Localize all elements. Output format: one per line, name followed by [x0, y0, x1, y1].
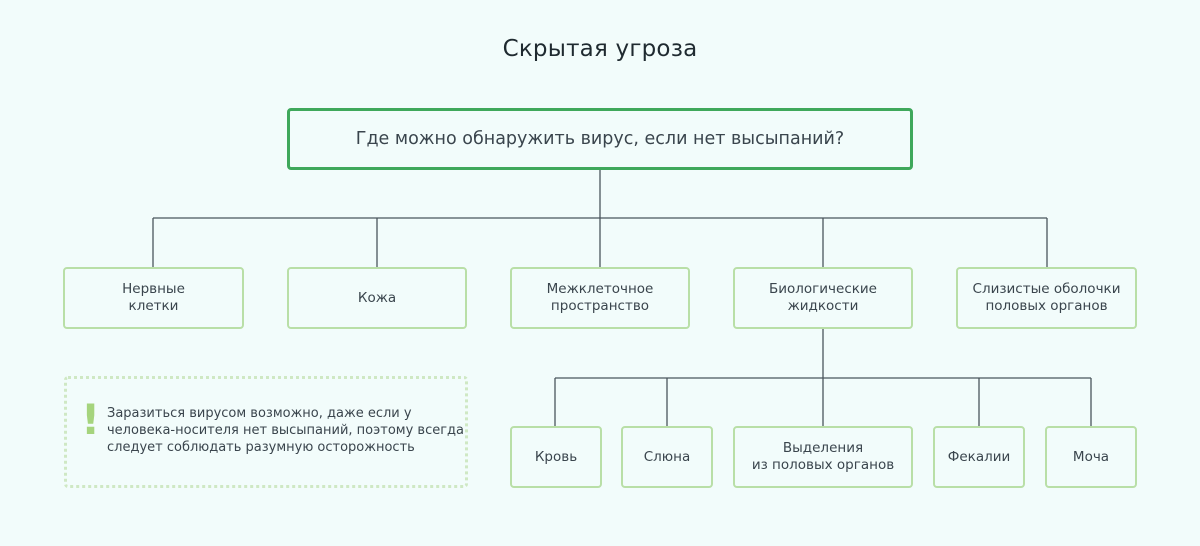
node-blood: Кровь — [510, 426, 602, 488]
exclamation-icon: ! — [81, 395, 101, 444]
node-genital-discharge: Выделения из половых органов — [733, 426, 913, 488]
warning-note-box: ! Заразиться вирусом возможно, даже если… — [64, 376, 468, 488]
node-saliva: Слюна — [621, 426, 713, 488]
root-question-box: Где можно обнаружить вирус, если нет выс… — [287, 108, 913, 170]
node-skin: Кожа — [287, 267, 467, 329]
node-biological-fluids: Биологические жидкости — [733, 267, 913, 329]
node-nerve-cells: Нервные клетки — [63, 267, 244, 329]
warning-note-text: Заразиться вирусом возможно, даже если у… — [107, 406, 464, 455]
node-intercellular-space: Межклеточное пространство — [510, 267, 690, 329]
node-feces: Фекалии — [933, 426, 1025, 488]
node-genital-mucosa: Слизистые оболочки половых органов — [956, 267, 1137, 329]
diagram-title: Скрытая угроза — [502, 36, 698, 62]
node-urine: Моча — [1045, 426, 1137, 488]
